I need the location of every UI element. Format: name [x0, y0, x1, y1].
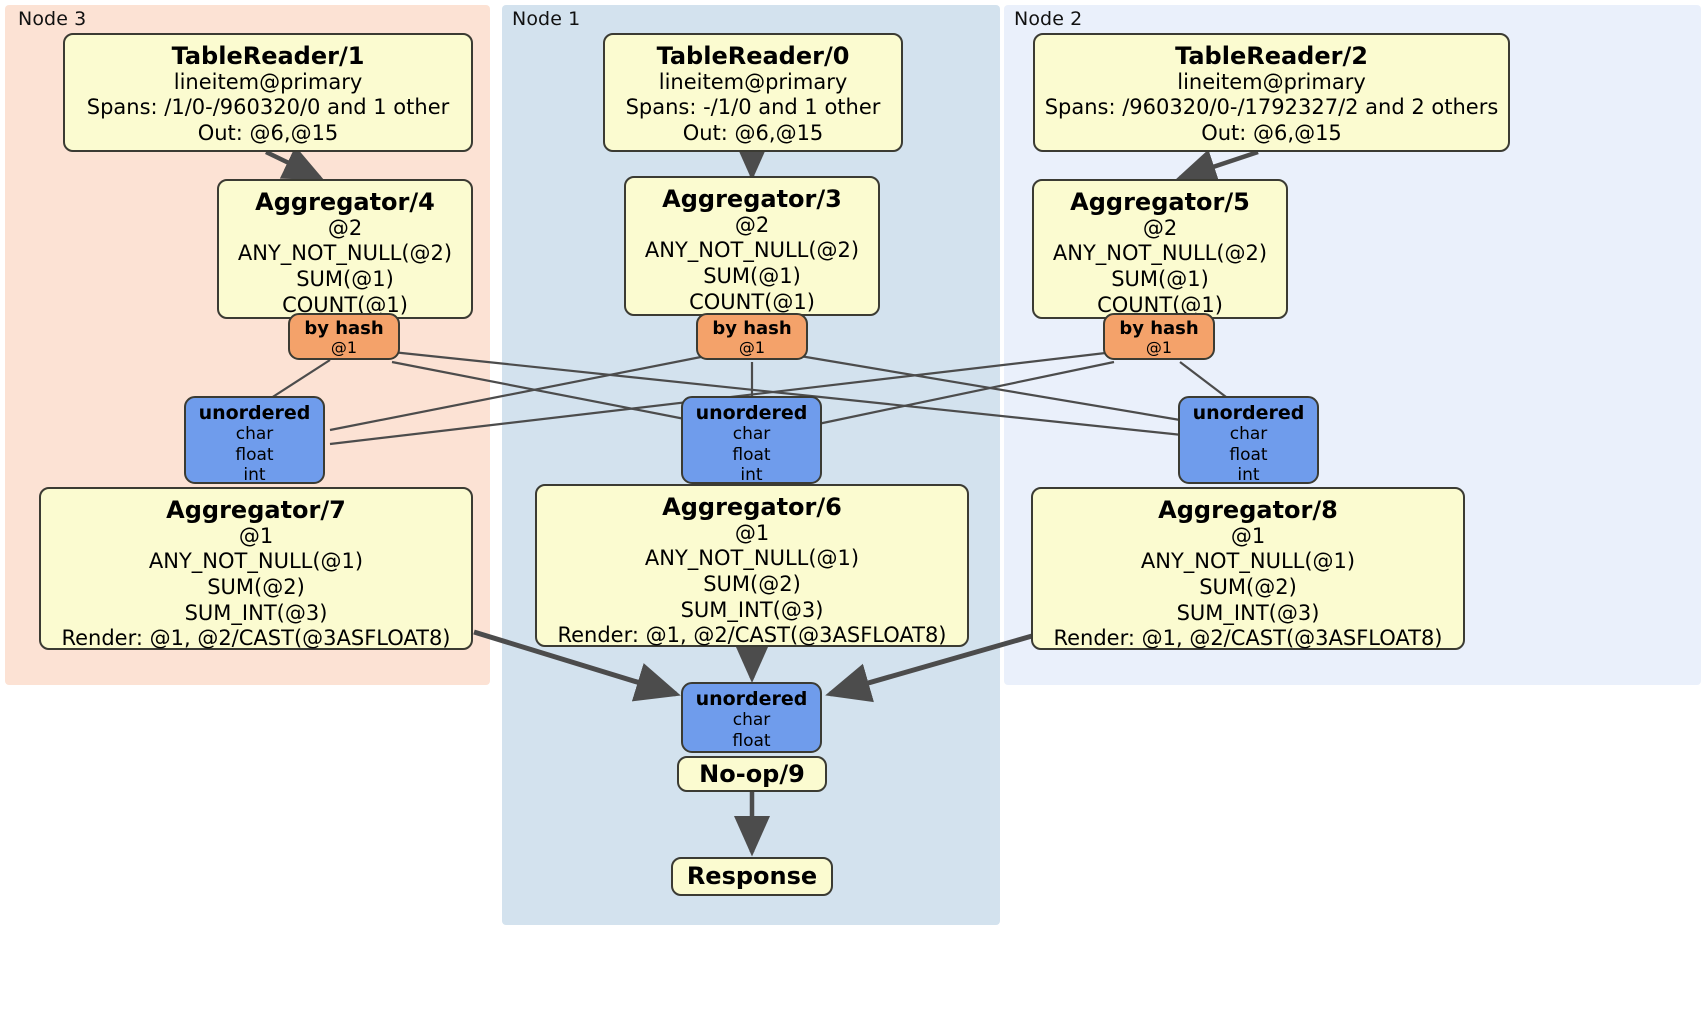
processor-title: Aggregator/5 [1070, 188, 1250, 216]
processor-detail: SUM(@1) [296, 267, 394, 292]
synchronizer-detail: char [235, 424, 274, 445]
processor-tablereader-1[interactable]: TableReader/1 lineitem@primary Spans: /1… [63, 33, 473, 152]
processor-tablereader-0[interactable]: TableReader/0 lineitem@primary Spans: -/… [603, 33, 903, 152]
router-by-hash-center[interactable]: by hash @1 [696, 313, 808, 360]
synchronizer-detail: float [1229, 444, 1268, 465]
synchronizer-detail: char [732, 710, 771, 731]
processor-detail: lineitem@primary [658, 69, 848, 94]
processor-detail: @1 [734, 520, 770, 545]
processor-detail: SUM(@1) [703, 264, 801, 289]
panel-node2-label: Node 2 [1014, 8, 1083, 30]
processor-title: TableReader/0 [656, 42, 850, 70]
processor-detail: COUNT(@1) [689, 289, 815, 314]
processor-detail: @1 [1230, 523, 1266, 548]
router-detail: @1 [1145, 337, 1173, 357]
processor-detail: SUM_INT(@3) [1176, 600, 1320, 625]
synchronizer-title: unordered [198, 402, 311, 424]
panel-node1-label: Node 1 [512, 8, 581, 30]
synchronizer-detail: int [1237, 465, 1260, 486]
processor-detail: @2 [734, 212, 770, 237]
processor-detail: ANY_NOT_NULL(@1) [644, 546, 860, 571]
processor-detail: Out: @6,@15 [197, 121, 339, 146]
processor-title: Aggregator/3 [662, 185, 842, 213]
synchronizer-detail: char [1229, 424, 1268, 445]
processor-aggregator-3[interactable]: Aggregator/3 @2 ANY_NOT_NULL(@2) SUM(@1)… [624, 176, 880, 316]
processor-detail: ANY_NOT_NULL(@2) [237, 241, 453, 266]
processor-detail: @2 [327, 215, 363, 240]
processor-title: Aggregator/4 [255, 188, 435, 216]
processor-detail: SUM(@2) [207, 575, 305, 600]
synchronizer-title: unordered [1192, 402, 1305, 424]
processor-detail: Render: @1, @2/CAST(@3ASFLOAT8) [1053, 626, 1443, 651]
processor-aggregator-6[interactable]: Aggregator/6 @1 ANY_NOT_NULL(@1) SUM(@2)… [535, 484, 969, 647]
processor-noop-9[interactable]: No-op/9 [677, 756, 827, 792]
processor-detail: ANY_NOT_NULL(@1) [148, 549, 364, 574]
processor-response[interactable]: Response [671, 857, 833, 896]
synchronizer-title: unordered [695, 688, 808, 710]
processor-detail: Render: @1, @2/CAST(@3ASFLOAT8) [557, 623, 947, 648]
synchronizer-detail: float [732, 444, 771, 465]
router-by-hash-right[interactable]: by hash @1 [1103, 313, 1215, 360]
synchronizer-detail: float [235, 444, 274, 465]
processor-detail: ANY_NOT_NULL(@2) [644, 238, 860, 263]
synchronizer-detail: int [740, 465, 763, 486]
router-detail: @1 [330, 337, 358, 357]
processor-title: TableReader/2 [1175, 42, 1368, 70]
processor-aggregator-5[interactable]: Aggregator/5 @2 ANY_NOT_NULL(@2) SUM(@1)… [1032, 179, 1288, 319]
synchronizer-title: unordered [695, 402, 808, 424]
processor-tablereader-2[interactable]: TableReader/2 lineitem@primary Spans: /9… [1033, 33, 1510, 152]
processor-detail: @1 [238, 523, 274, 548]
router-by-hash-left[interactable]: by hash @1 [288, 313, 400, 360]
router-title: by hash [304, 318, 384, 339]
synchronizer-detail: float [732, 730, 771, 751]
processor-detail: Render: @1, @2/CAST(@3ASFLOAT8) [61, 626, 451, 651]
processor-detail: Out: @6,@15 [1201, 121, 1342, 146]
processor-detail: SUM(@2) [703, 572, 801, 597]
processor-detail: Spans: /960320/0-/1792327/2 and 2 others [1044, 95, 1499, 120]
processor-title: Aggregator/7 [166, 496, 346, 524]
processor-detail: SUM(@2) [1199, 575, 1297, 600]
processor-detail: COUNT(@1) [282, 292, 408, 317]
processor-detail: ANY_NOT_NULL(@1) [1140, 549, 1356, 574]
processor-detail: SUM_INT(@3) [680, 597, 824, 622]
processor-detail: ANY_NOT_NULL(@2) [1052, 241, 1268, 266]
synchronizer-detail: char [732, 424, 771, 445]
synchronizer-unordered-right[interactable]: unordered char float int [1178, 396, 1319, 486]
router-title: by hash [1119, 318, 1199, 339]
synchronizer-unordered-left[interactable]: unordered char float int [184, 396, 325, 486]
router-title: by hash [712, 318, 792, 339]
processor-detail: COUNT(@1) [1097, 292, 1223, 317]
processor-title: Aggregator/6 [662, 493, 842, 521]
processor-detail: lineitem@primary [173, 69, 363, 94]
processor-aggregator-4[interactable]: Aggregator/4 @2 ANY_NOT_NULL(@2) SUM(@1)… [217, 179, 473, 319]
processor-detail: Spans: -/1/0 and 1 other [625, 95, 881, 120]
panel-node3-label: Node 3 [18, 8, 87, 30]
processor-title: Response [686, 862, 818, 891]
processor-detail: SUM(@1) [1111, 267, 1209, 292]
synchronizer-unordered-final[interactable]: unordered char float [681, 682, 822, 753]
router-detail: @1 [738, 337, 766, 357]
processor-title: No-op/9 [699, 759, 805, 788]
processor-detail: Spans: /1/0-/960320/0 and 1 other [86, 95, 450, 120]
processor-title: TableReader/1 [171, 42, 365, 70]
processor-title: Aggregator/8 [1158, 496, 1338, 524]
processor-detail: SUM_INT(@3) [184, 600, 328, 625]
synchronizer-detail: int [243, 465, 266, 486]
synchronizer-unordered-center[interactable]: unordered char float int [681, 396, 822, 486]
processor-detail: lineitem@primary [1177, 69, 1366, 94]
processor-detail: @2 [1142, 215, 1178, 240]
processor-aggregator-7[interactable]: Aggregator/7 @1 ANY_NOT_NULL(@1) SUM(@2)… [39, 487, 473, 650]
processor-detail: Out: @6,@15 [682, 121, 824, 146]
processor-aggregator-8[interactable]: Aggregator/8 @1 ANY_NOT_NULL(@1) SUM(@2)… [1031, 487, 1465, 650]
